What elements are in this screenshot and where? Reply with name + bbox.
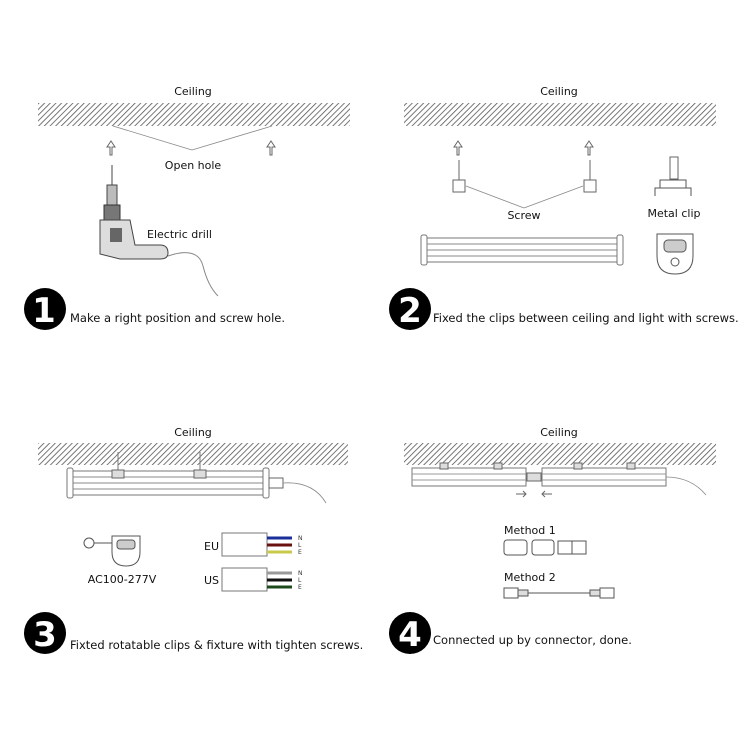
up-arrow-icon	[453, 140, 463, 156]
step-number-badge: 3	[24, 612, 66, 655]
pointer-line	[523, 185, 584, 209]
step-1-panel: Ceiling Open hole Electric drill 1 Make …	[24, 85, 350, 331]
left-arrow-icon	[541, 490, 552, 498]
wire-l-label: L	[298, 542, 302, 549]
eu-wires	[267, 536, 292, 554]
wire-e-label: E	[298, 549, 302, 556]
svg-text:1: 1	[32, 291, 56, 331]
step-number-badge: 2	[389, 288, 431, 331]
voltage-label: AC100-277V	[88, 573, 157, 586]
eu-driver-box	[221, 532, 268, 557]
ceiling-label: Ceiling	[540, 85, 578, 98]
step-4-panel: Ceiling Method 1 Method 2	[389, 426, 716, 655]
up-arrow-icon	[584, 140, 594, 156]
power-cable	[665, 476, 707, 496]
ceiling	[404, 103, 716, 126]
us-wires	[267, 571, 292, 589]
svg-text:4: 4	[398, 615, 422, 655]
method-2-label: Method 2	[504, 571, 556, 584]
step-2-panel: Ceiling Screw Metal clip 2 Fixed	[389, 85, 739, 331]
step-1-caption: Make a right position and screw hole.	[70, 311, 285, 325]
clip-bracket-icon	[83, 535, 141, 567]
light-fixture	[411, 467, 527, 487]
light-fixture	[541, 467, 667, 487]
wire-l-label: L	[298, 577, 302, 584]
wire-e-label: E	[298, 584, 302, 591]
open-hole-label: Open hole	[165, 159, 222, 172]
us-driver-box	[221, 567, 268, 592]
svg-text:2: 2	[398, 291, 422, 331]
ceiling	[38, 443, 348, 465]
connector-icons	[503, 539, 587, 556]
step-number-badge: 1	[24, 288, 66, 331]
pointer-line	[112, 125, 193, 151]
method-1-label: Method 1	[504, 524, 556, 537]
screw-icon	[452, 160, 466, 193]
screw-icon	[583, 160, 597, 193]
ceiling-label: Ceiling	[174, 85, 212, 98]
wire-n-label: N	[298, 535, 303, 542]
ceiling-label: Ceiling	[174, 426, 212, 439]
pointer-line	[191, 125, 273, 151]
ceiling	[38, 103, 350, 126]
power-cable	[282, 482, 327, 504]
step-number-badge: 4	[389, 612, 431, 655]
extension-cable-icon	[503, 587, 615, 599]
electric-drill-label: Electric drill	[147, 228, 212, 241]
light-fixture	[420, 234, 624, 266]
light-fixture	[66, 467, 270, 499]
wire-n-label: N	[298, 570, 303, 577]
metal-clip-icon	[654, 156, 692, 196]
us-label: US	[204, 574, 219, 587]
up-arrow-icon	[266, 140, 276, 156]
clip-bracket-icon	[656, 233, 694, 275]
pointer-line	[465, 185, 525, 209]
step-3-panel: Ceiling AC100-277V EU US N L E N L E 3	[24, 426, 363, 655]
screw-label: Screw	[507, 209, 540, 222]
step-2-caption: Fixed the clips between ceiling and ligh…	[433, 311, 739, 325]
connector	[526, 472, 542, 482]
step-3-caption: Fixted rotatable clips & fixture with ti…	[70, 638, 363, 652]
svg-text:3: 3	[33, 615, 57, 655]
ceiling-label: Ceiling	[540, 426, 578, 439]
right-arrow-icon	[516, 490, 527, 498]
metal-clip-label: Metal clip	[647, 207, 700, 220]
up-arrow-icon	[106, 140, 116, 156]
electric-drill-icon	[99, 165, 219, 297]
eu-label: EU	[204, 540, 219, 553]
ceiling	[404, 443, 716, 465]
step-4-caption: Connected up by connector, done.	[433, 633, 632, 647]
